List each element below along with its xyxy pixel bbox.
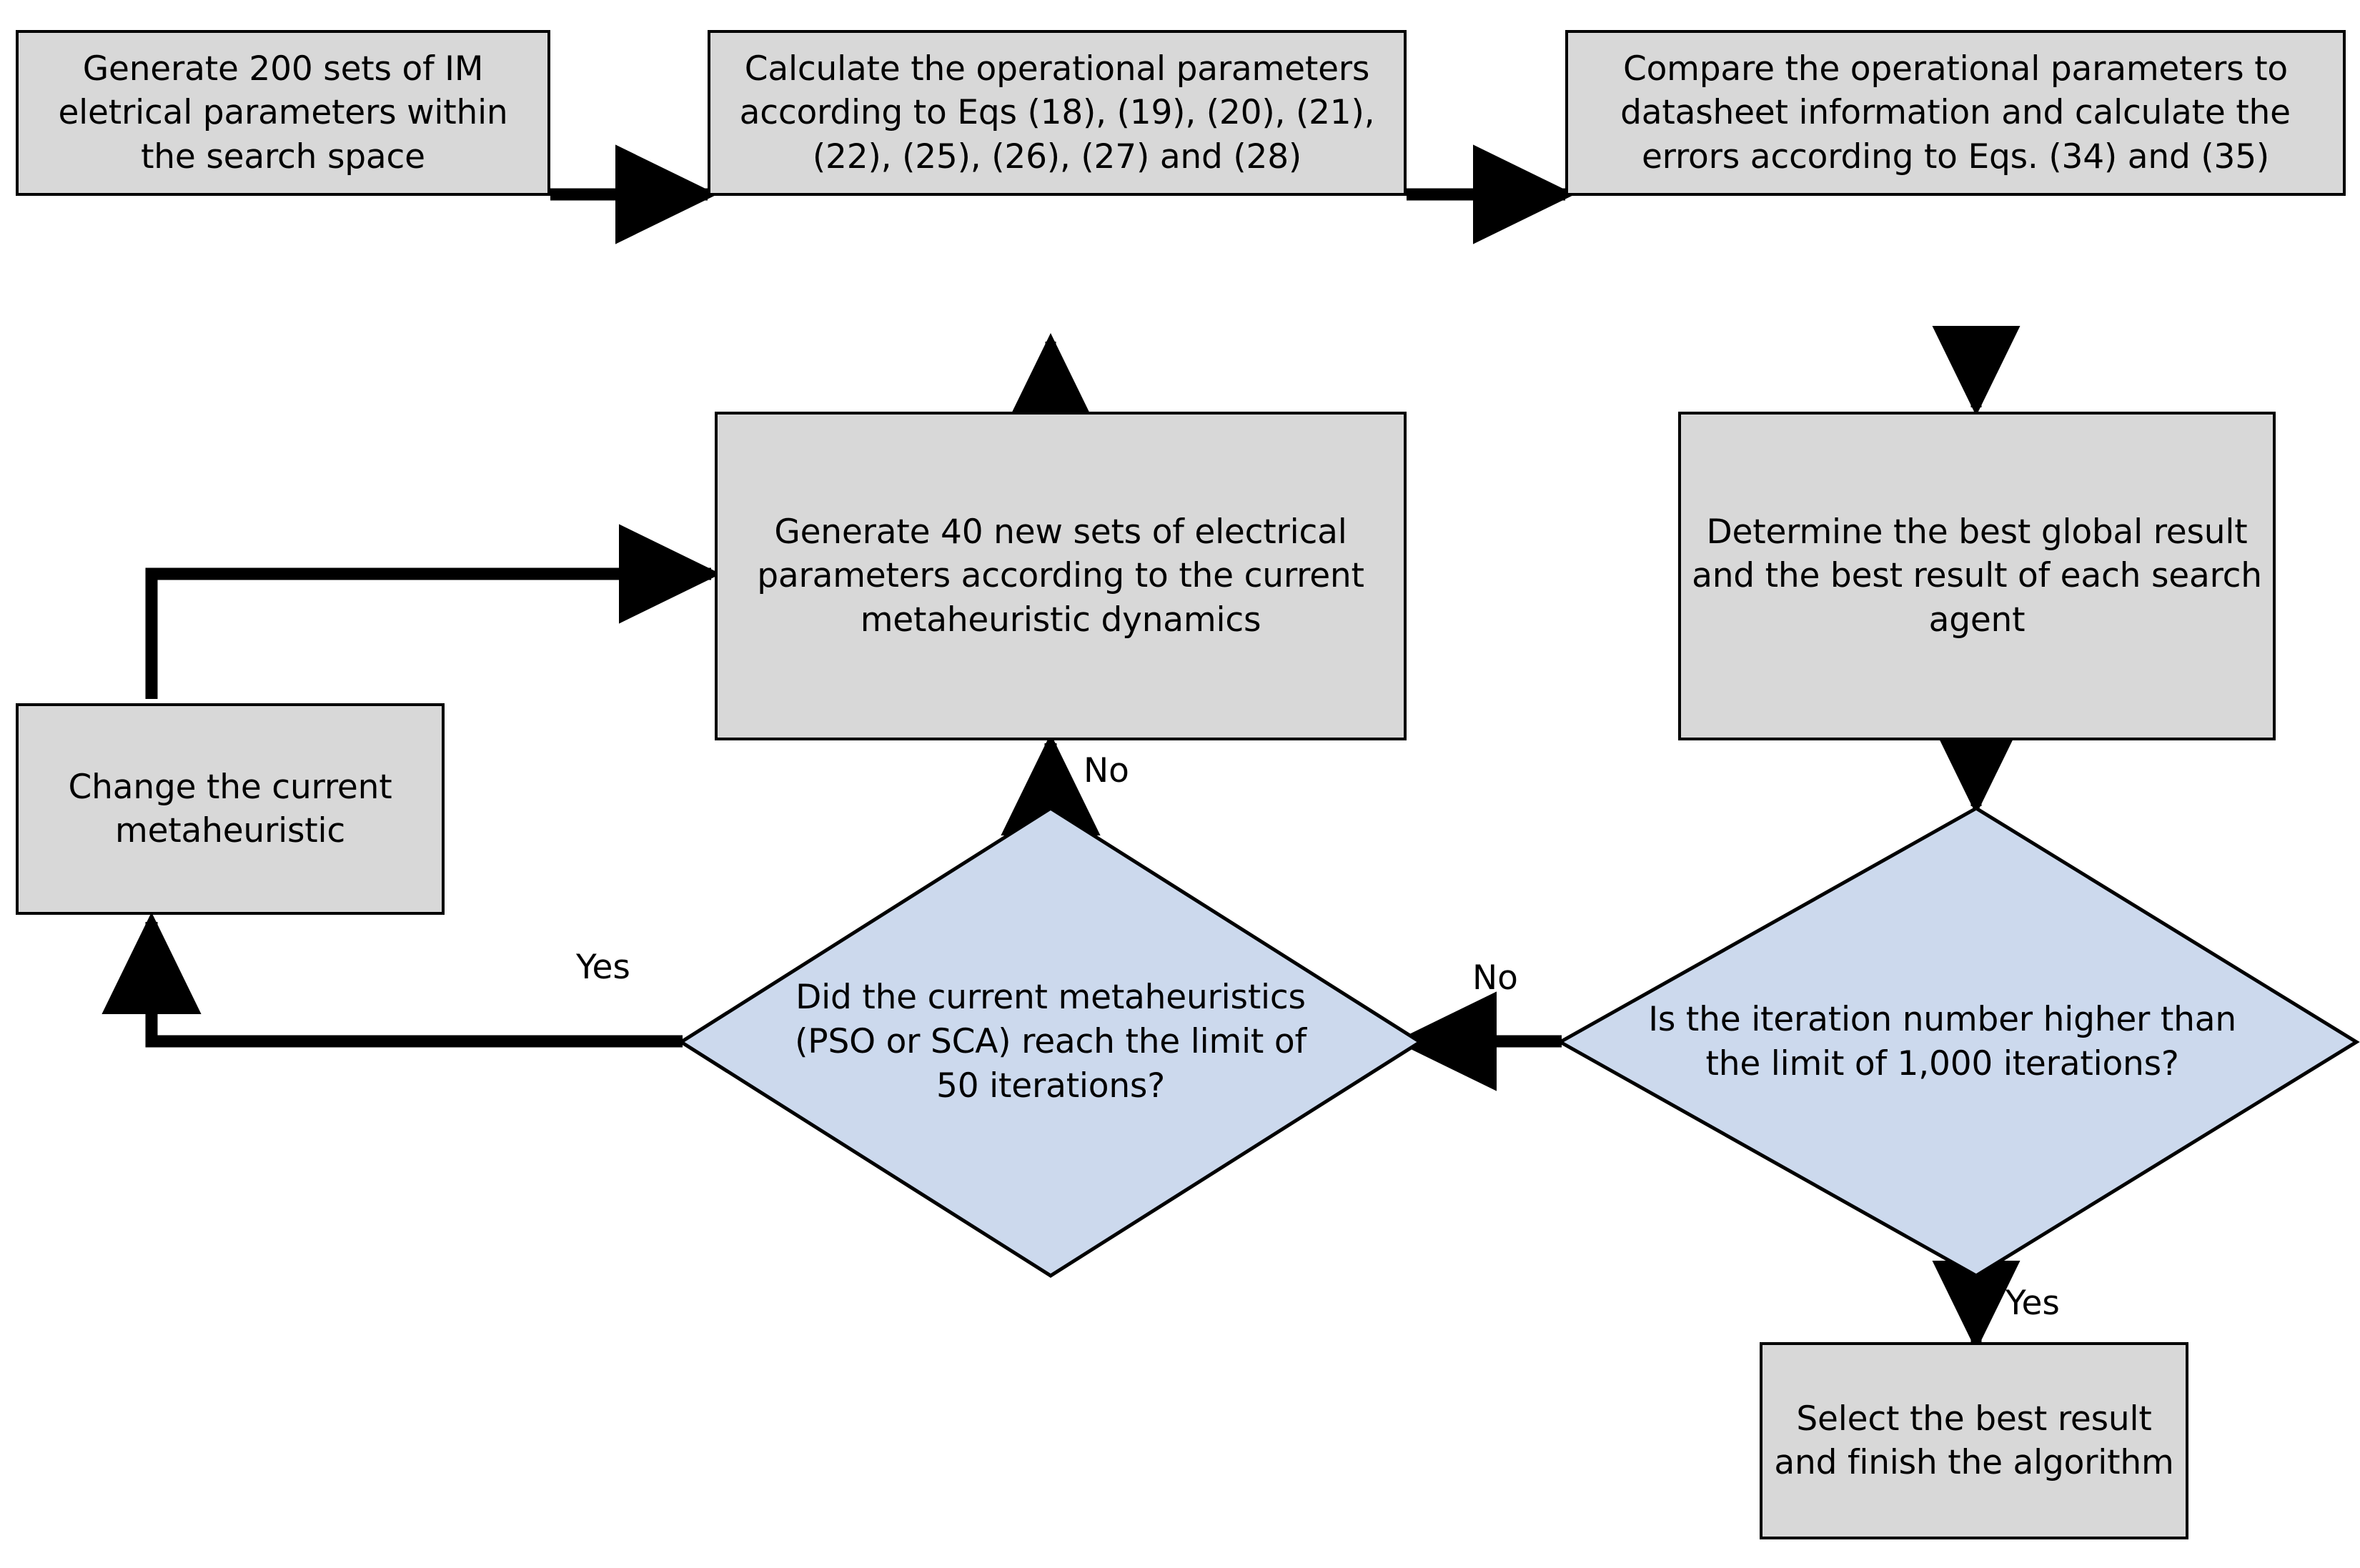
node-generate-40-sets[interactable]: Generate 40 new sets of electrical param… (715, 412, 1407, 740)
node-decision-50-iterations[interactable]: Did the current metaheuristics (PSO or S… (678, 806, 1424, 1278)
node-calculate-operational-label: Calculate the operational parameters acc… (739, 49, 1375, 177)
edge-change-to-generate40 (145, 524, 721, 699)
edge-label-no-between-diamonds: No (1472, 958, 1518, 998)
edge-label-no-top-left: No (1084, 751, 1129, 790)
node-calculate-operational[interactable]: Calculate the operational parameters acc… (708, 30, 1407, 196)
node-determine-best-result[interactable]: Determine the best global result and the… (1678, 412, 2276, 740)
node-compare-operational-label: Compare the operational parameters to da… (1620, 49, 2291, 177)
node-change-metaheuristic-label: Change the current metaheuristic (68, 767, 392, 850)
node-compare-operational[interactable]: Compare the operational parameters to da… (1565, 30, 2346, 196)
edge-decision50-to-change (101, 912, 683, 1048)
edge-label-yes-bottom: Yes (2005, 1284, 2060, 1323)
node-decision-1000-iterations[interactable]: Is the iteration number higher than the … (1556, 806, 2360, 1278)
decision-50-iterations-shape (678, 806, 1424, 1278)
edge-label-yes-left: Yes (576, 948, 630, 987)
node-generate-40-sets-label: Generate 40 new sets of electrical param… (757, 512, 1364, 640)
node-change-metaheuristic[interactable]: Change the current metaheuristic (16, 703, 445, 915)
node-select-best-result[interactable]: Select the best result and finish the al… (1760, 1342, 2188, 1539)
node-generate-200-sets[interactable]: Generate 200 sets of IM eletrical parame… (16, 30, 550, 196)
node-determine-best-result-label: Determine the best global result and the… (1692, 512, 2262, 640)
node-decision-50-iterations-label: Did the current metaheuristics (PSO or S… (795, 977, 1307, 1106)
node-select-best-result-label: Select the best result and finish the al… (1774, 1399, 2174, 1482)
node-decision-1000-iterations-label: Is the iteration number higher than the … (1648, 999, 2236, 1083)
node-generate-200-sets-label: Generate 200 sets of IM eletrical parame… (58, 49, 508, 177)
decision-1000-iterations-shape (1556, 806, 2360, 1278)
